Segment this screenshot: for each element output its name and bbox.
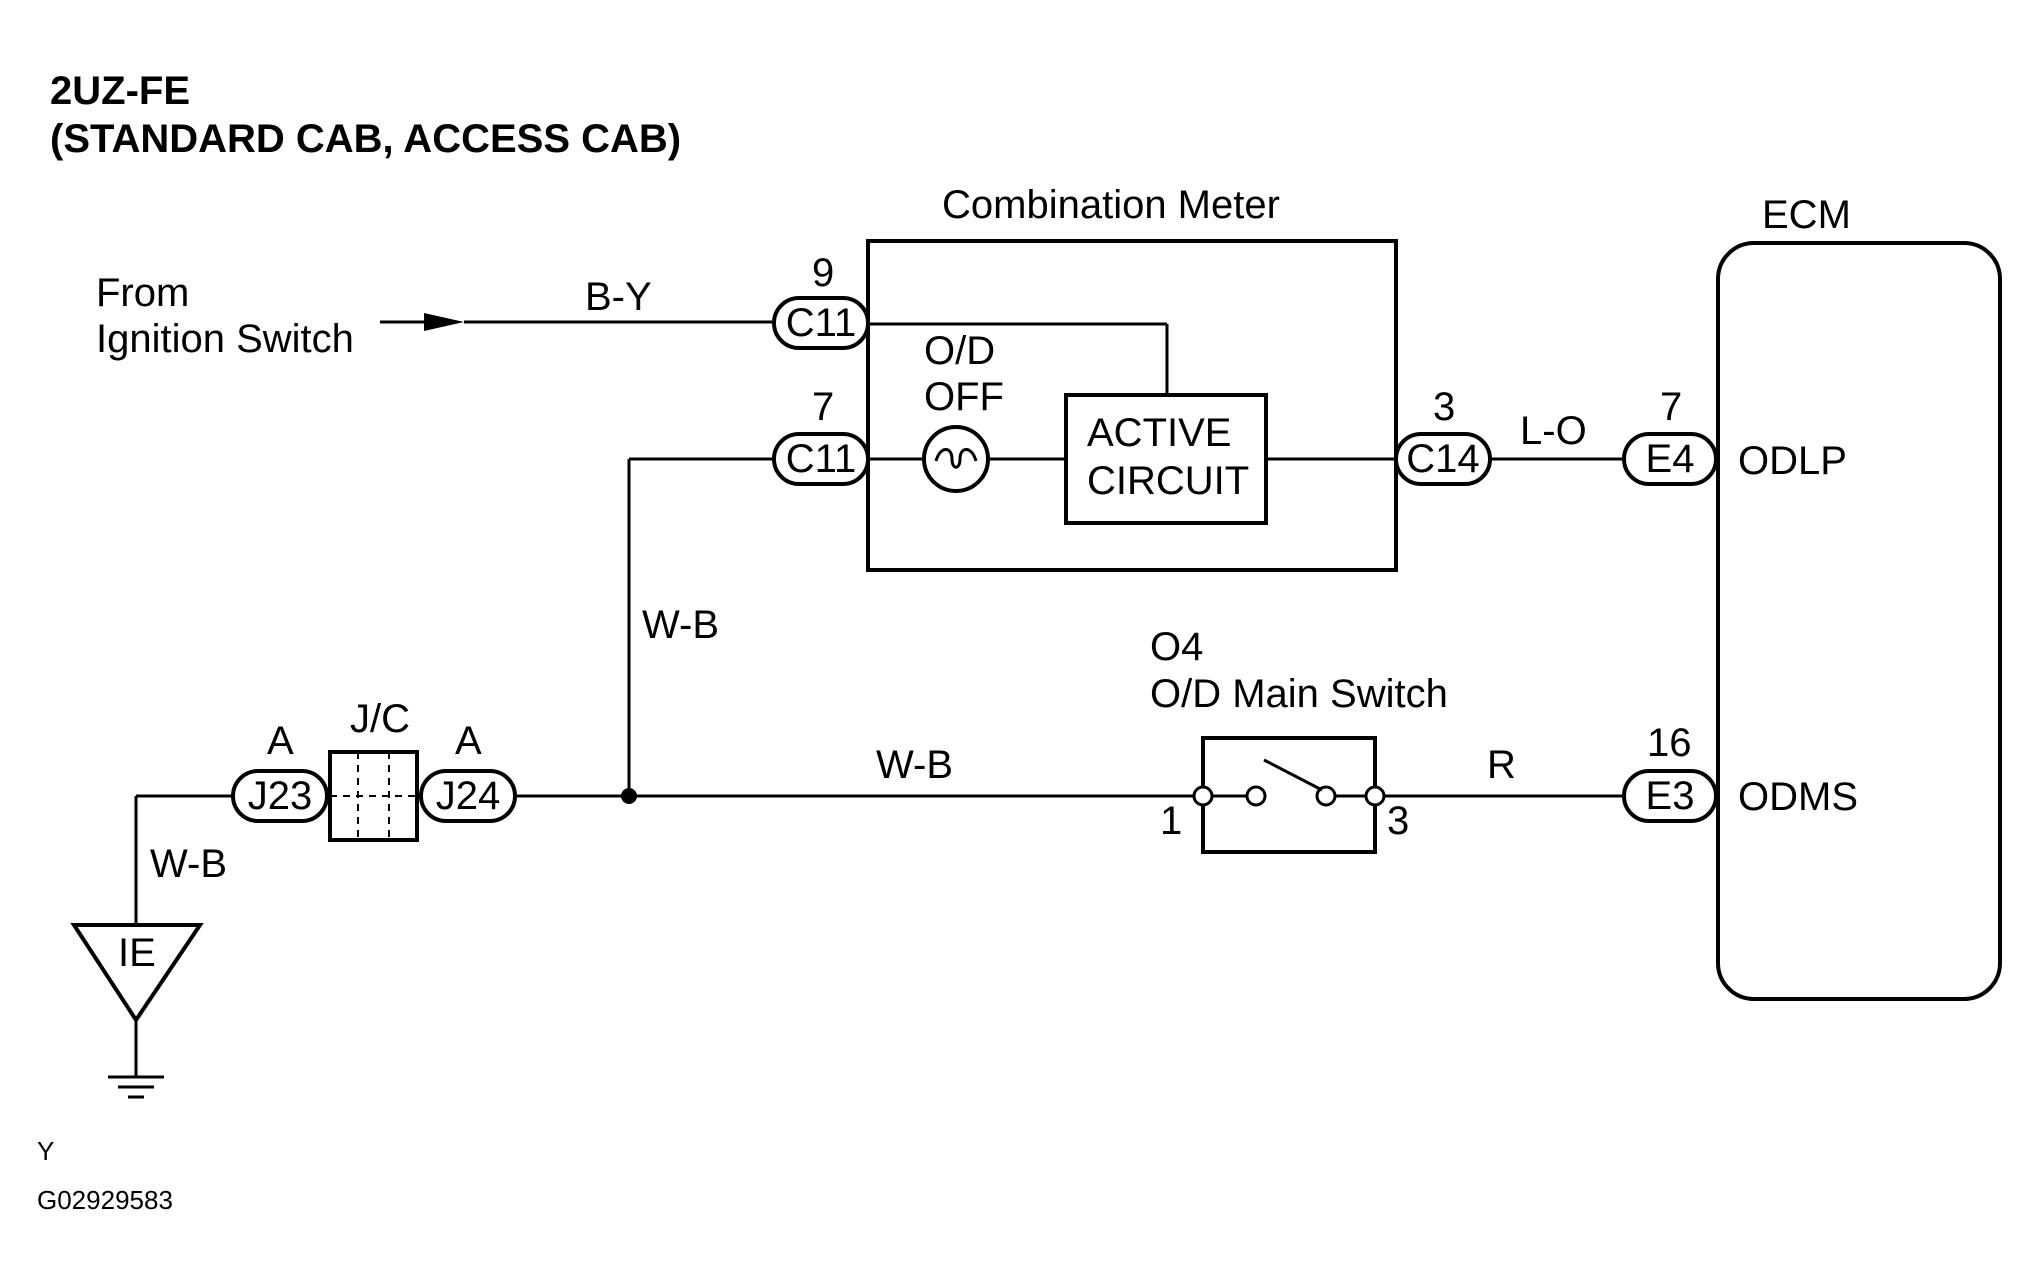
pin-j24: A (455, 719, 482, 763)
junction-connector-label: J/C (350, 697, 410, 741)
junction-connector-box (328, 750, 419, 842)
pin-c11-top: 9 (812, 251, 834, 295)
splice-point (621, 788, 637, 804)
connector-c14: C14 (1394, 432, 1492, 486)
source-label-ignition-switch: Ignition Switch (96, 317, 354, 361)
svg-text:E4: E4 (1646, 437, 1695, 481)
ecm-box (1716, 241, 2002, 1001)
wire-label-odlp: L-O (1520, 409, 1587, 453)
ground-point-label: IE (118, 931, 156, 975)
diagram-title-variant: (STANDARD CAB, ACCESS CAB) (50, 117, 681, 161)
pin-e3: 16 (1647, 721, 1692, 765)
connector-j23: J23 (231, 769, 329, 823)
active-circuit-label-line1: ACTIVE (1087, 411, 1231, 455)
wire-label-ground-lead: W-B (150, 842, 227, 886)
connector-j24: J24 (419, 769, 517, 823)
od-switch-code: O4 (1150, 625, 1203, 669)
connector-c11-bottom: C11 (772, 432, 870, 486)
wire-label-switch-ground: W-B (876, 743, 953, 787)
ground-point-icon (70, 923, 204, 1024)
svg-text:C14: C14 (1406, 437, 1479, 481)
active-circuit-box (1064, 393, 1268, 525)
svg-text:E3: E3 (1646, 774, 1695, 818)
active-circuit-label-line2: CIRCUIT (1087, 459, 1249, 503)
od-main-switch-icon (1192, 736, 1386, 854)
ecm-label: ECM (1762, 193, 1851, 237)
ecm-terminal-odms: ODMS (1738, 775, 1858, 819)
chassis-ground-icon (108, 1075, 164, 1099)
combination-meter-box (866, 239, 1398, 572)
od-off-label-line2: OFF (924, 375, 1004, 419)
diagram-title-engine: 2UZ-FE (50, 69, 190, 113)
pin-e4: 7 (1660, 385, 1682, 429)
connector-e3: E3 (1622, 769, 1718, 823)
svg-text:J23: J23 (248, 774, 313, 818)
wire-label-ignition: B-Y (585, 275, 652, 319)
od-off-lamp-icon (922, 425, 990, 493)
combination-meter-label: Combination Meter (942, 183, 1280, 227)
pin-c14: 3 (1433, 385, 1455, 429)
svg-text:J24: J24 (436, 774, 501, 818)
pin-c11-bottom: 7 (812, 385, 834, 429)
svg-text:C11: C11 (786, 301, 856, 345)
od-off-label-line1: O/D (924, 329, 995, 373)
footer-figure-id: G02929583 (37, 1185, 173, 1215)
ecm-terminal-odlp: ODLP (1738, 439, 1847, 483)
svg-text:C11: C11 (786, 437, 856, 481)
wire-label-odms: R (1487, 743, 1516, 787)
footer-code-y: Y (37, 1136, 54, 1166)
connector-c11-top: C11 (772, 296, 870, 350)
od-switch-pin-left: 1 (1160, 799, 1182, 843)
od-switch-pin-right: 3 (1387, 799, 1409, 843)
od-switch-name: O/D Main Switch (1150, 672, 1448, 716)
source-arrow-icon (380, 313, 464, 331)
wire-label-meter-ground: W-B (642, 603, 719, 647)
connector-e4: E4 (1622, 432, 1718, 486)
source-label-from: From (96, 271, 189, 315)
pin-j23: A (267, 719, 294, 763)
